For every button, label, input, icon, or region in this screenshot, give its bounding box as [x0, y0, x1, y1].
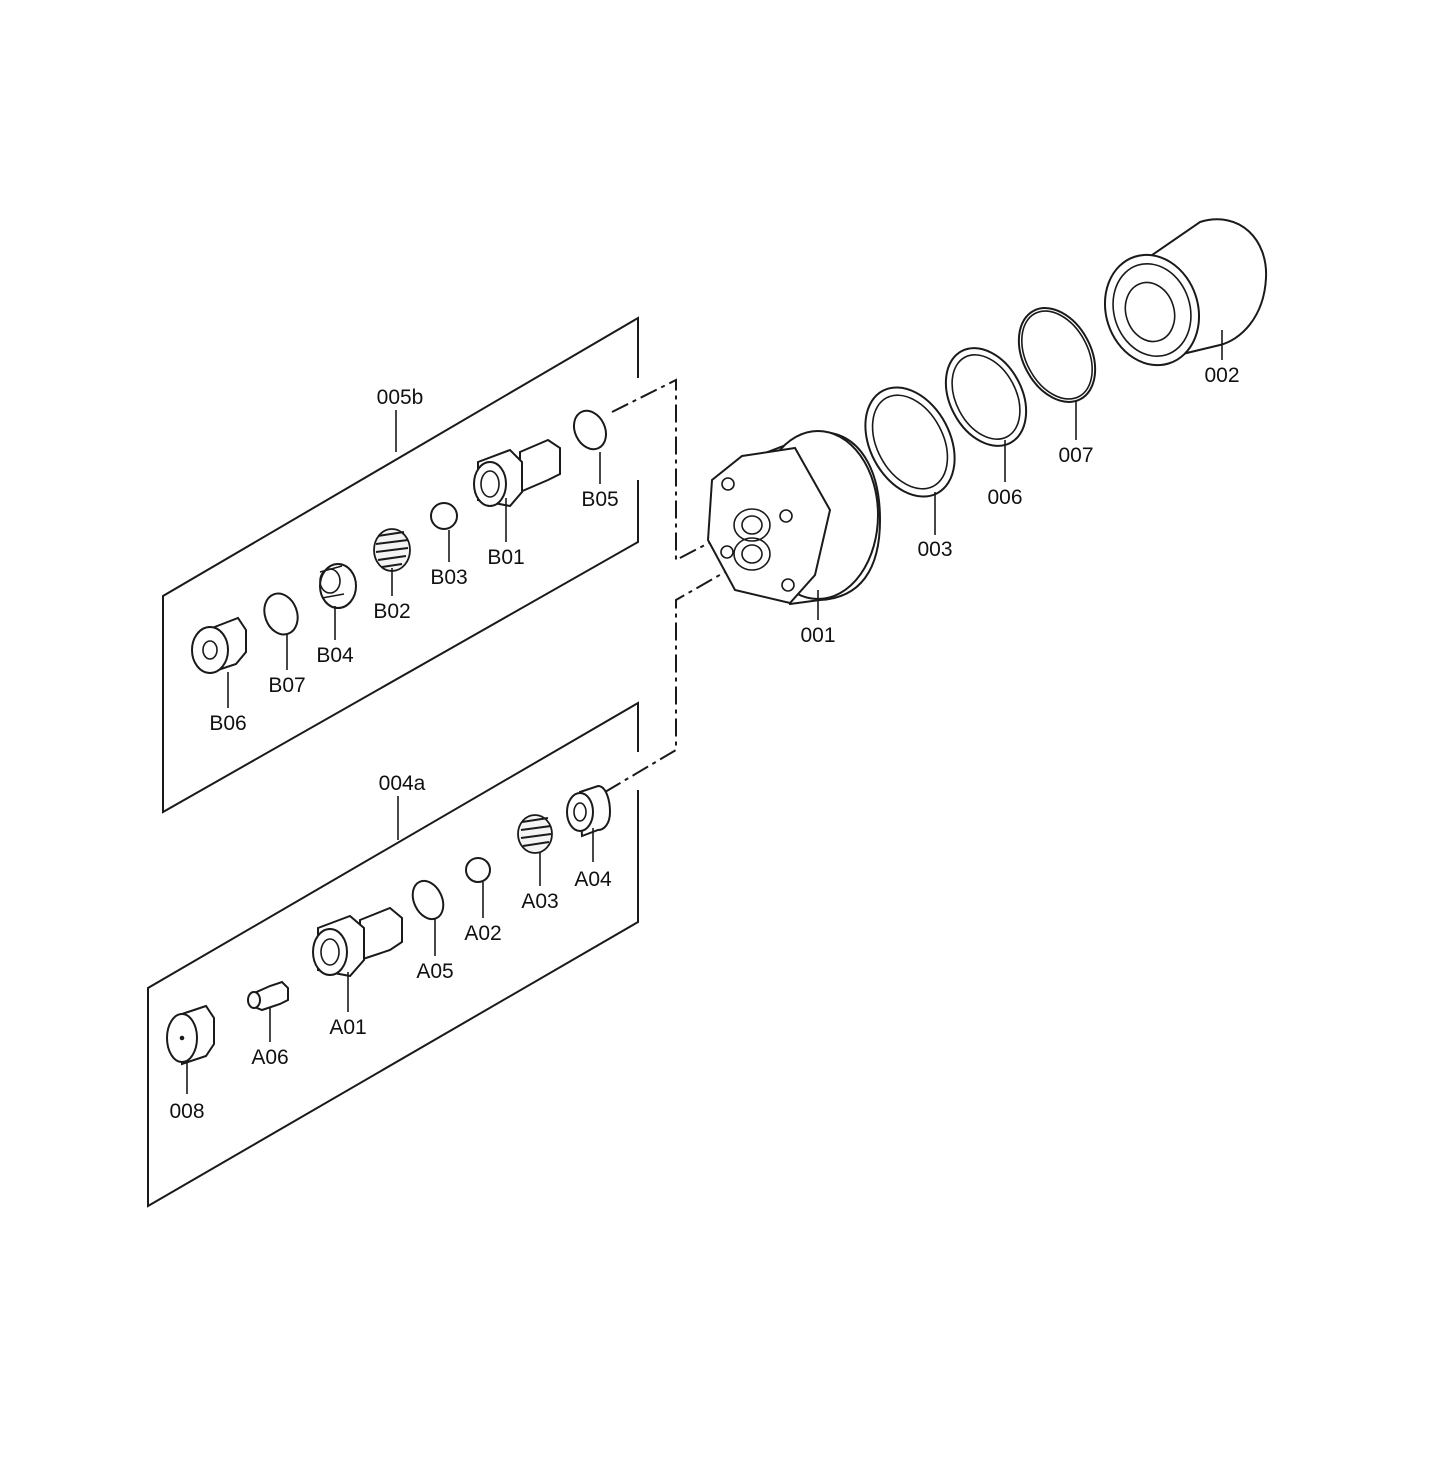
part-a03-spring — [517, 814, 553, 854]
label-a01: A01 — [329, 1016, 366, 1039]
part-b04-retainer — [319, 563, 357, 609]
part-a02-ball — [465, 857, 491, 883]
part-b01-fitting — [473, 438, 561, 508]
group-005b-frame — [162, 316, 639, 814]
label-b06: B06 — [209, 712, 246, 735]
part-a05-o-ring — [411, 879, 445, 921]
part-003-ring — [864, 386, 956, 498]
label-b03: B03 — [430, 566, 467, 589]
label-004a: 004a — [379, 772, 426, 795]
label-a04: A04 — [574, 868, 612, 891]
part-b07-o-ring — [263, 592, 299, 636]
label-007: 007 — [1058, 444, 1093, 467]
part-a06-grease-nipple — [247, 980, 289, 1012]
part-006-ring — [944, 347, 1028, 447]
part-001-valve-body — [706, 430, 882, 606]
part-a04-nut — [566, 784, 612, 838]
label-a02: A02 — [464, 922, 501, 945]
part-a01-fitting — [312, 906, 403, 978]
label-a03: A03 — [521, 890, 558, 913]
label-b02: B02 — [373, 600, 410, 623]
group-004a-frame — [147, 701, 639, 1208]
label-003: 003 — [917, 538, 952, 561]
label-002: 002 — [1204, 364, 1239, 387]
part-labels: 005b 001 002 003 006 007 B05 B01 B03 B02… — [169, 364, 1239, 1123]
part-b05-o-ring — [572, 409, 608, 451]
label-b01: B01 — [487, 546, 524, 569]
part-b03-ball — [430, 502, 458, 530]
part-b06-plug — [191, 616, 247, 674]
label-b07: B07 — [268, 674, 305, 697]
part-007-o-ring — [1017, 307, 1097, 403]
label-008: 008 — [169, 1100, 204, 1123]
label-006: 006 — [987, 486, 1022, 509]
label-a05: A05 — [416, 960, 453, 983]
assembly-center-lines — [604, 378, 733, 793]
label-b05: B05 — [581, 488, 618, 511]
label-001: 001 — [800, 624, 835, 647]
label-005b: 005b — [377, 386, 424, 409]
leader-lines — [186, 330, 1223, 1094]
part-008-plug — [166, 1004, 215, 1066]
part-002-sleeve — [1103, 218, 1268, 367]
part-b02-spring — [373, 528, 411, 572]
label-a06: A06 — [251, 1046, 288, 1069]
label-b04: B04 — [316, 644, 354, 667]
